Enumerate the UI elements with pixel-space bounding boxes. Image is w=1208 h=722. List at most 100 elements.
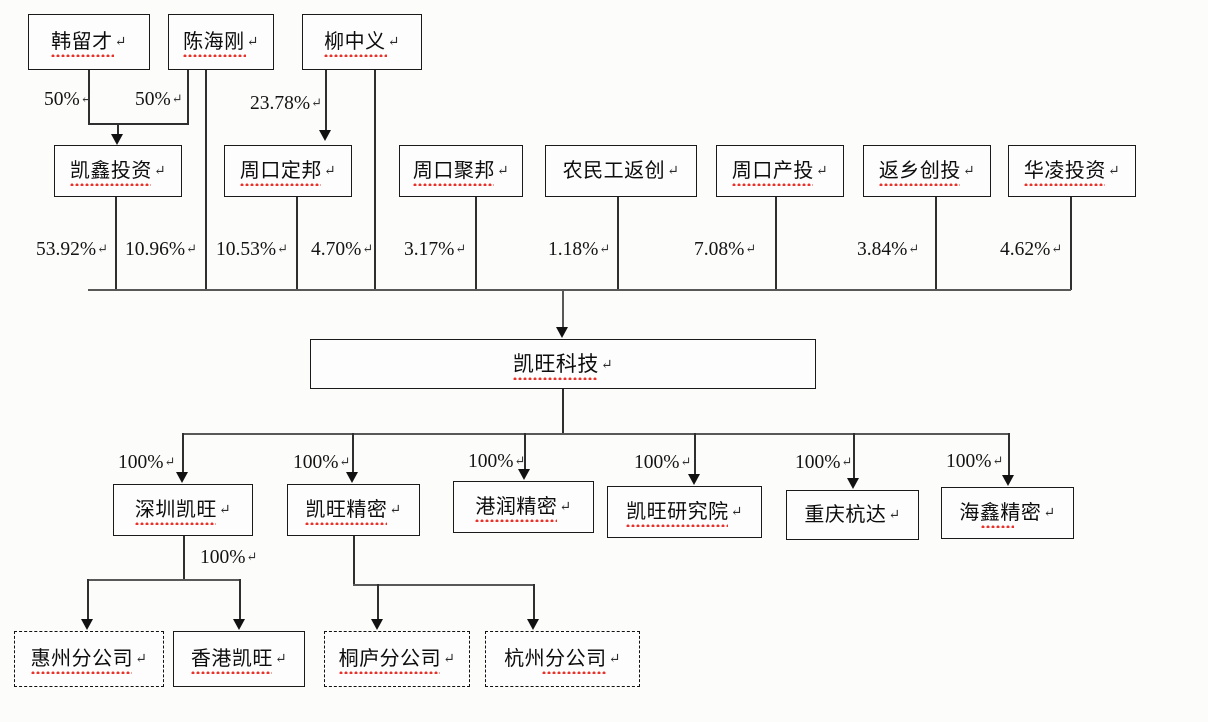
spellcheck-underline [183,53,246,57]
box-label: 凯旺研究院↵ [626,502,743,527]
box-label: 香港凯旺↵ [190,649,287,674]
shareholder-box-zhoukou-jubang[interactable]: 周口聚邦↵ [399,145,523,197]
connector-core-down [562,389,564,434]
drop-hongkong-kaiwang [239,579,241,623]
box-label: 农民工返创↵ [562,160,680,182]
connector-merge-to-kaixin [117,123,119,141]
spellcheck-underline [981,524,1014,528]
branch-box-huizhou[interactable]: 惠州分公司↵ [14,631,164,687]
shareholder-collector-bar [88,289,1071,291]
spellcheck-underline [30,670,133,674]
connector-shenzhen-down [183,536,185,580]
shareholder-box-hualing-touzi[interactable]: 华凌投资↵ [1008,145,1136,197]
branch-box-tonglu[interactable]: 桐庐分公司↵ [324,631,470,687]
pilcrow-mark: ↵ [323,164,337,179]
spellcheck-underline [412,182,495,186]
shareholder-box-chenhaigang[interactable]: 陈海刚↵ [168,14,274,70]
drop-chongqing-hangda [853,433,855,482]
subsidiary-box-chongqing-hangda[interactable]: 重庆杭达↵ [786,490,919,540]
box-label: 周口聚邦↵ [412,161,510,186]
percent-label-subsidiary: 100%↵ [946,451,1004,472]
drop-huizhou [87,579,89,623]
pilcrow-mark: ↵ [667,164,680,179]
spellcheck-underline [51,53,114,57]
branch-box-hongkong-kaiwang[interactable]: 香港凯旺↵ [173,631,305,687]
drop-kaiwang-jingmi [352,433,354,476]
connector-liuzhongyi-down [325,70,327,132]
subsidiary-distribution-bar [182,433,1010,435]
percent-label-subsidiary: 100%↵ [468,451,526,472]
spellcheck-underline [626,523,728,527]
box-label: 华凌投资↵ [1023,161,1120,186]
arrow-to-chongqing-hangda [847,478,859,489]
percent-label: 23.78%↵ [250,93,323,114]
box-label: 深圳凯旺↵ [134,500,232,525]
percent-label-3-84: 3.84%↵ [857,239,920,260]
shareholder-box-liuzhongyi[interactable]: 柳中义↵ [302,14,422,70]
spellcheck-underline [512,375,599,380]
drop-nongmingong [617,197,619,290]
drop-haixin-jingmi [1008,433,1010,479]
shareholder-box-kaixin-touzi[interactable]: 凯鑫投资↵ [54,145,182,197]
box-label: 港润精密↵ [475,497,571,522]
box-label: 桐庐分公司↵ [338,649,456,674]
shareholder-box-zhoukou-chantou[interactable]: 周口产投↵ [716,145,844,197]
percent-label-branch-100: 100%↵ [200,547,258,568]
drop-jubang [475,197,477,290]
percent-label-subsidiary: 100%↵ [118,452,176,473]
percent-label-4-70: 4.70%↵ [311,239,374,260]
connector-chenhaigang-down [187,70,189,124]
box-label: 返乡创投↵ [878,161,976,186]
subsidiary-box-haixin-jingmi[interactable]: 海鑫精密↵ [941,487,1074,539]
percent-label-4-62: 4.62%↵ [1000,239,1063,260]
arrow-to-shenzhen-kaiwang [176,472,188,483]
shareholder-box-fanxiang-chuangtou[interactable]: 返乡创投↵ [863,145,991,197]
drop-shenzhen-kaiwang [182,433,184,476]
shareholder-box-zhoukou-dingbang[interactable]: 周口定邦↵ [224,145,352,197]
core-company-box-kaiwang-keji[interactable]: 凯旺科技↵ [310,339,816,389]
pilcrow-mark: ↵ [114,35,127,50]
branch-box-hangzhou[interactable]: 杭州分公司↵ [485,631,640,687]
pilcrow-mark: ↵ [730,505,743,520]
percent-label-1-18: 1.18%↵ [548,239,611,260]
shareholder-box-hanliucai[interactable]: 韩留才↵ [28,14,150,70]
pilcrow-mark: ↵ [389,503,402,518]
drop-hualing [1070,197,1072,290]
connector-liuzhongyi-long-drop [374,70,376,290]
arrow-to-gangrun-jingmi [518,469,530,480]
box-label: 重庆杭达↵ [804,504,901,526]
pilcrow-mark: ↵ [600,357,614,373]
branch-bar-shenzhen [87,579,239,581]
percent-label: 50%↵ [44,89,92,110]
pilcrow-mark: ↵ [962,164,976,179]
spellcheck-underline [239,182,322,186]
subsidiary-box-kaiwang-jingmi[interactable]: 凯旺精密↵ [287,484,420,536]
box-label: 凯旺科技↵ [512,353,614,380]
subsidiary-box-shenzhen-kaiwang[interactable]: 深圳凯旺↵ [113,484,253,536]
box-label: 凯鑫投资↵ [69,161,166,186]
drop-dingbang [296,197,298,290]
arrow-to-hongkong-kaiwang [233,619,245,630]
spellcheck-underline [190,670,273,674]
spellcheck-underline [305,521,387,525]
spellcheck-underline [878,182,961,186]
shareholder-box-nongmingong-fanchuang[interactable]: 农民工返创↵ [545,145,697,197]
percent-label: 50%↵ [135,89,183,110]
box-label: 杭州分公司↵ [504,649,621,674]
subsidiary-box-kaiwang-yanjiuyuan[interactable]: 凯旺研究院↵ [607,486,762,538]
percent-label-3-17: 3.17%↵ [404,239,467,260]
spellcheck-underline [731,182,814,186]
subsidiary-box-gangrun-jingmi[interactable]: 港润精密↵ [453,481,594,533]
connector-merge-bar [88,123,189,125]
box-label: 柳中义↵ [324,32,400,57]
pilcrow-mark: ↵ [443,652,456,667]
arrow-to-core [556,327,568,338]
pilcrow-mark: ↵ [496,164,510,179]
arrow-to-haixin-jingmi [1002,475,1014,486]
arrow-to-hangzhou [527,619,539,630]
box-label: 周口定邦↵ [239,161,337,186]
pilcrow-mark: ↵ [387,35,400,50]
pilcrow-mark: ↵ [218,503,232,518]
drop-hangzhou [533,584,535,623]
